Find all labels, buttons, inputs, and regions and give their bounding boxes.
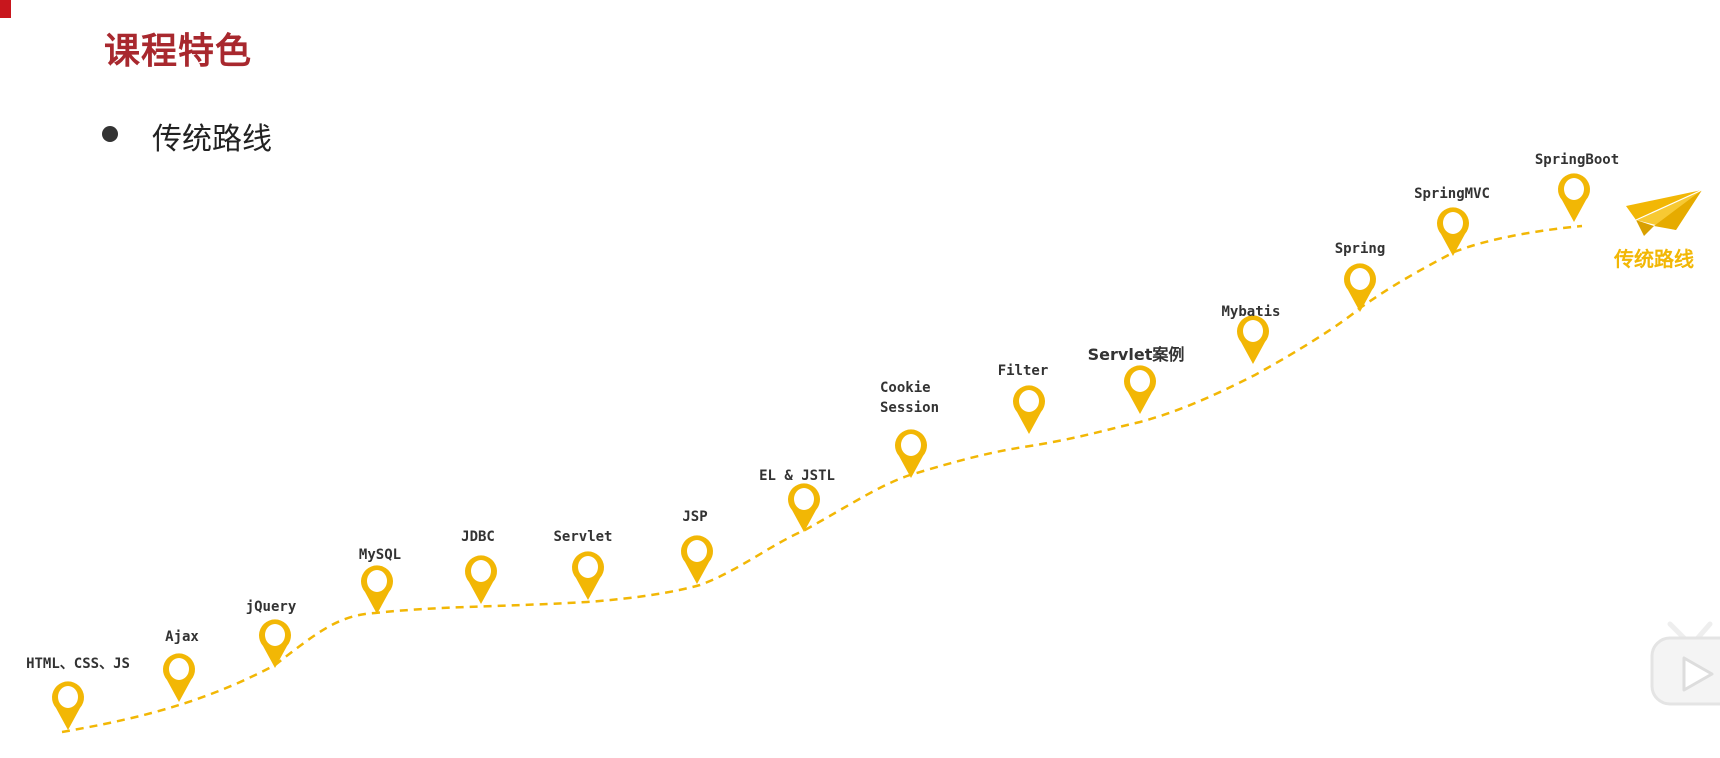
- step-label: HTML、CSS、JS: [26, 656, 130, 672]
- video-play-icon[interactable]: [1648, 618, 1720, 712]
- roadmap-step: HTML、CSS、JS: [26, 656, 130, 730]
- roadmap-step: MySQL: [359, 547, 401, 614]
- location-pin-icon: [163, 653, 195, 702]
- step-label: Filter: [998, 363, 1049, 379]
- step-label: SpringBoot: [1535, 152, 1619, 168]
- location-pin-icon: [360, 565, 393, 614]
- roadmap-step: jQuery: [246, 599, 297, 668]
- roadmap-step: Servlet案例: [1088, 345, 1185, 414]
- location-pin-icon: [681, 535, 713, 584]
- location-pin-icon: [894, 429, 927, 478]
- step-label: Servlet案例: [1088, 345, 1185, 364]
- step-label: JDBC: [461, 529, 495, 545]
- roadmap-step: SpringMVC: [1414, 186, 1490, 256]
- step-label: SpringMVC: [1414, 186, 1490, 202]
- location-pin-icon: [258, 619, 291, 668]
- roadmap-step: SpringBoot: [1535, 152, 1619, 222]
- location-pin-icon: [1237, 315, 1269, 364]
- location-pin-icon: [1124, 365, 1156, 414]
- route-end: 传统路线: [1613, 189, 1703, 271]
- bullet-marker: [102, 126, 118, 142]
- location-pin-icon: [1343, 263, 1376, 312]
- roadmap-step: JDBC: [461, 529, 497, 604]
- step-label: Mybatis: [1221, 304, 1280, 320]
- location-pin-icon: [1012, 385, 1045, 434]
- step-label: Servlet: [553, 529, 612, 545]
- step-label: Cookie: [880, 380, 931, 396]
- roadmap-step: Ajax: [163, 629, 199, 702]
- route-caption: 传统路线: [1613, 247, 1694, 271]
- step-label: Ajax: [165, 629, 199, 645]
- step-label-secondary: Session: [880, 400, 939, 416]
- step-label: jQuery: [246, 599, 297, 615]
- roadmap-step: Filter: [998, 363, 1049, 434]
- paper-plane-icon: [1626, 189, 1703, 236]
- step-label: JSP: [682, 509, 707, 525]
- step-label: EL & JSTL: [759, 468, 835, 484]
- location-pin-icon: [1437, 207, 1469, 256]
- location-pin-icon: [464, 555, 497, 604]
- corner-accent: [0, 0, 11, 18]
- location-pin-icon: [787, 483, 820, 532]
- step-label: Spring: [1335, 241, 1386, 257]
- roadmap-step: Mybatis: [1221, 304, 1281, 364]
- location-pin-icon: [52, 681, 84, 730]
- roadmap-step: JSP: [681, 509, 713, 584]
- roadmap-step: Spring: [1335, 241, 1386, 312]
- roadmap-step: Servlet: [553, 529, 613, 600]
- step-label: MySQL: [359, 547, 401, 563]
- location-pin-icon: [572, 551, 604, 600]
- roadmap-step: EL & JSTL: [759, 468, 835, 532]
- bullet-text: 传统路线: [152, 122, 272, 157]
- page-title: 课程特色: [104, 31, 253, 72]
- location-pin-icon: [1558, 173, 1590, 222]
